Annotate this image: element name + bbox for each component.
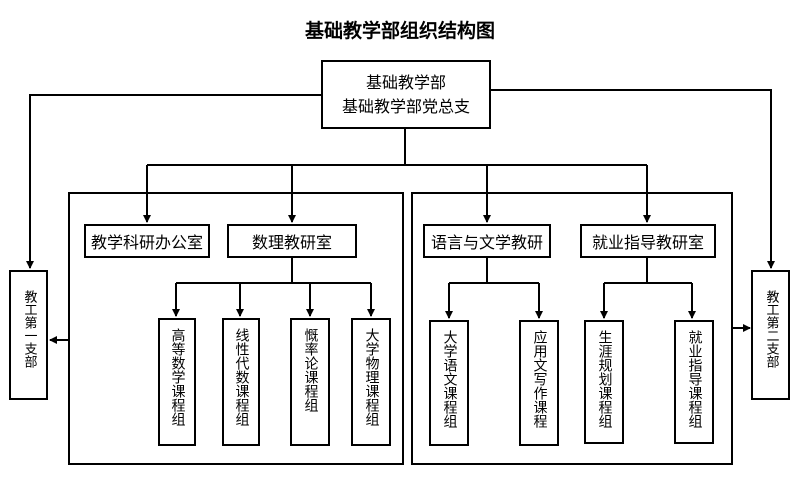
- group-node-math-2: 慨率论课程组: [290, 318, 330, 446]
- branch-right-node: 教工第二支部: [751, 270, 790, 400]
- branch-left-node: 教工第一支部: [9, 270, 48, 400]
- dept-office-label: 教学科研办公室: [90, 233, 203, 252]
- group-label: 就业指导课程组: [686, 330, 703, 428]
- left-group-frame: [68, 192, 404, 465]
- group-label: 慨率论课程组: [302, 328, 319, 412]
- group-label: 线性代数课程组: [233, 328, 250, 426]
- group-node-math-1: 线性代数课程组: [222, 318, 260, 446]
- branch-left-label: 教工第一支部: [21, 290, 37, 368]
- dept-career-node: 就业指导教研室: [580, 224, 716, 258]
- dept-career-label: 就业指导教研室: [591, 233, 704, 252]
- dept-language-node: 语言与文学教研: [423, 224, 551, 258]
- group-node-career-1: 就业指导课程组: [674, 320, 714, 444]
- connector-left-branch: [26, 94, 321, 269]
- dept-math-node: 数理教研室: [227, 224, 357, 258]
- group-node-math-0: 高等数学课程组: [158, 318, 196, 446]
- group-node-language-1: 应用文写作课程: [519, 320, 559, 446]
- group-node-language-0: 大学语文课程组: [429, 320, 469, 446]
- group-label: 高等数学课程组: [169, 328, 186, 426]
- diagram-title: 基础教学部组织结构图: [304, 20, 495, 42]
- group-node-career-0: 生涯规划课程组: [584, 320, 624, 444]
- dept-language-label: 语言与文学教研: [430, 233, 543, 252]
- group-node-math-3: 大学物理课程组: [351, 318, 391, 446]
- dept-office-node: 教学科研办公室: [84, 224, 210, 258]
- group-label: 生涯规划课程组: [596, 330, 613, 428]
- connector-right-branch: [490, 89, 775, 269]
- group-label: 应用文写作课程: [531, 330, 548, 428]
- group-label: 大学语文课程组: [441, 330, 458, 428]
- branch-right-label: 教工第二支部: [763, 290, 779, 368]
- top-node-line1: 基础教学部: [365, 72, 446, 92]
- top-node: 基础教学部 基础教学部党总支: [321, 60, 491, 129]
- group-label: 大学物理课程组: [363, 328, 380, 426]
- dept-math-label: 数理教研室: [251, 233, 332, 252]
- top-node-line2: 基础教学部党总支: [341, 96, 470, 116]
